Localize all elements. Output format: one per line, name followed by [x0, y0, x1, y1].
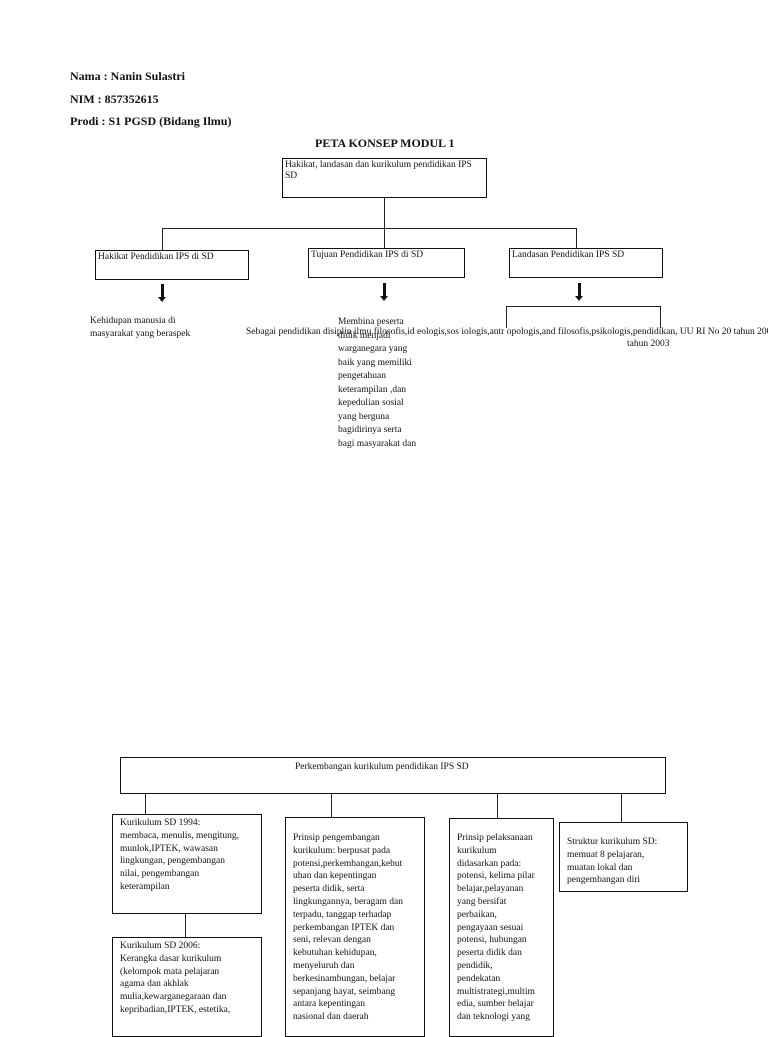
root-concept-box: Hakikat, landasan dan kurikulum pendidik…	[282, 158, 487, 198]
connector-line	[506, 306, 507, 328]
connector-line	[162, 228, 577, 229]
connector-line	[331, 794, 332, 817]
branch-label: Landasan Pendidikan IPS SD	[512, 250, 625, 260]
connector-line	[506, 306, 661, 307]
connector-line	[576, 228, 577, 248]
connector-line	[384, 228, 385, 248]
curriculum-root-box: Perkembangan kurikulum pendidikan IPS SD	[120, 757, 666, 794]
connector-line	[162, 228, 163, 250]
curriculum-box-prinsip-pelaksanaan: Prinsip pelaksanaan kurikulum didasarkan…	[449, 818, 554, 1037]
branch-box-hakikat: Hakikat Pendidikan IPS di SD	[95, 250, 249, 280]
connector-line	[145, 794, 146, 814]
branch-box-tujuan: Tujuan Pendidikan IPS di SD	[308, 248, 465, 278]
connector-line	[384, 198, 385, 228]
student-name: Nama : Nanin Sulastri	[70, 69, 186, 83]
curriculum-box-1994: Kurikulum SD 1994: membaca, menulis, men…	[112, 814, 262, 914]
curriculum-box-2006: Kurikulum SD 2006: Kerangka dasar kuriku…	[112, 937, 262, 1037]
arrow-down-icon	[575, 283, 583, 301]
arrow-down-icon	[158, 284, 166, 302]
root-concept-label: Hakikat, landasan dan kurikulum pendidik…	[285, 160, 472, 181]
connector-line	[185, 914, 186, 937]
curriculum-box-prinsip-pengembangan: Prinsip pengembangan kurikulum: berpusat…	[285, 817, 425, 1037]
curriculum-root-label: Perkembangan kurikulum pendidikan IPS SD	[295, 762, 469, 772]
page-title: PETA KONSEP MODUL 1	[315, 136, 455, 150]
branch-detail-landasan: tahun 2003	[627, 339, 670, 349]
overlap-text: Sebagai pendidikan disiplin ilmu filosof…	[246, 327, 768, 337]
branch-detail-hakikat: Kehidupan manusia di masyarakat yang ber…	[90, 316, 191, 339]
connector-line	[621, 794, 622, 822]
connector-line	[660, 306, 661, 328]
branch-detail-tujuan: Membina peserta didik menjadi warganegar…	[338, 317, 417, 449]
arrow-down-icon	[380, 283, 388, 301]
connector-line	[497, 794, 498, 818]
student-nim: NIM : 857352615	[70, 92, 159, 106]
branch-label: Hakikat Pendidikan IPS di SD	[98, 252, 214, 262]
curriculum-box-struktur: Struktur kurikulum SD: memuat 8 pelajara…	[559, 822, 688, 892]
student-prodi: Prodi : S1 PGSD (Bidang Ilmu)	[70, 114, 232, 128]
branch-label: Tujuan Pendidikan IPS di SD	[311, 250, 424, 260]
branch-box-landasan: Landasan Pendidikan IPS SD	[509, 248, 663, 278]
